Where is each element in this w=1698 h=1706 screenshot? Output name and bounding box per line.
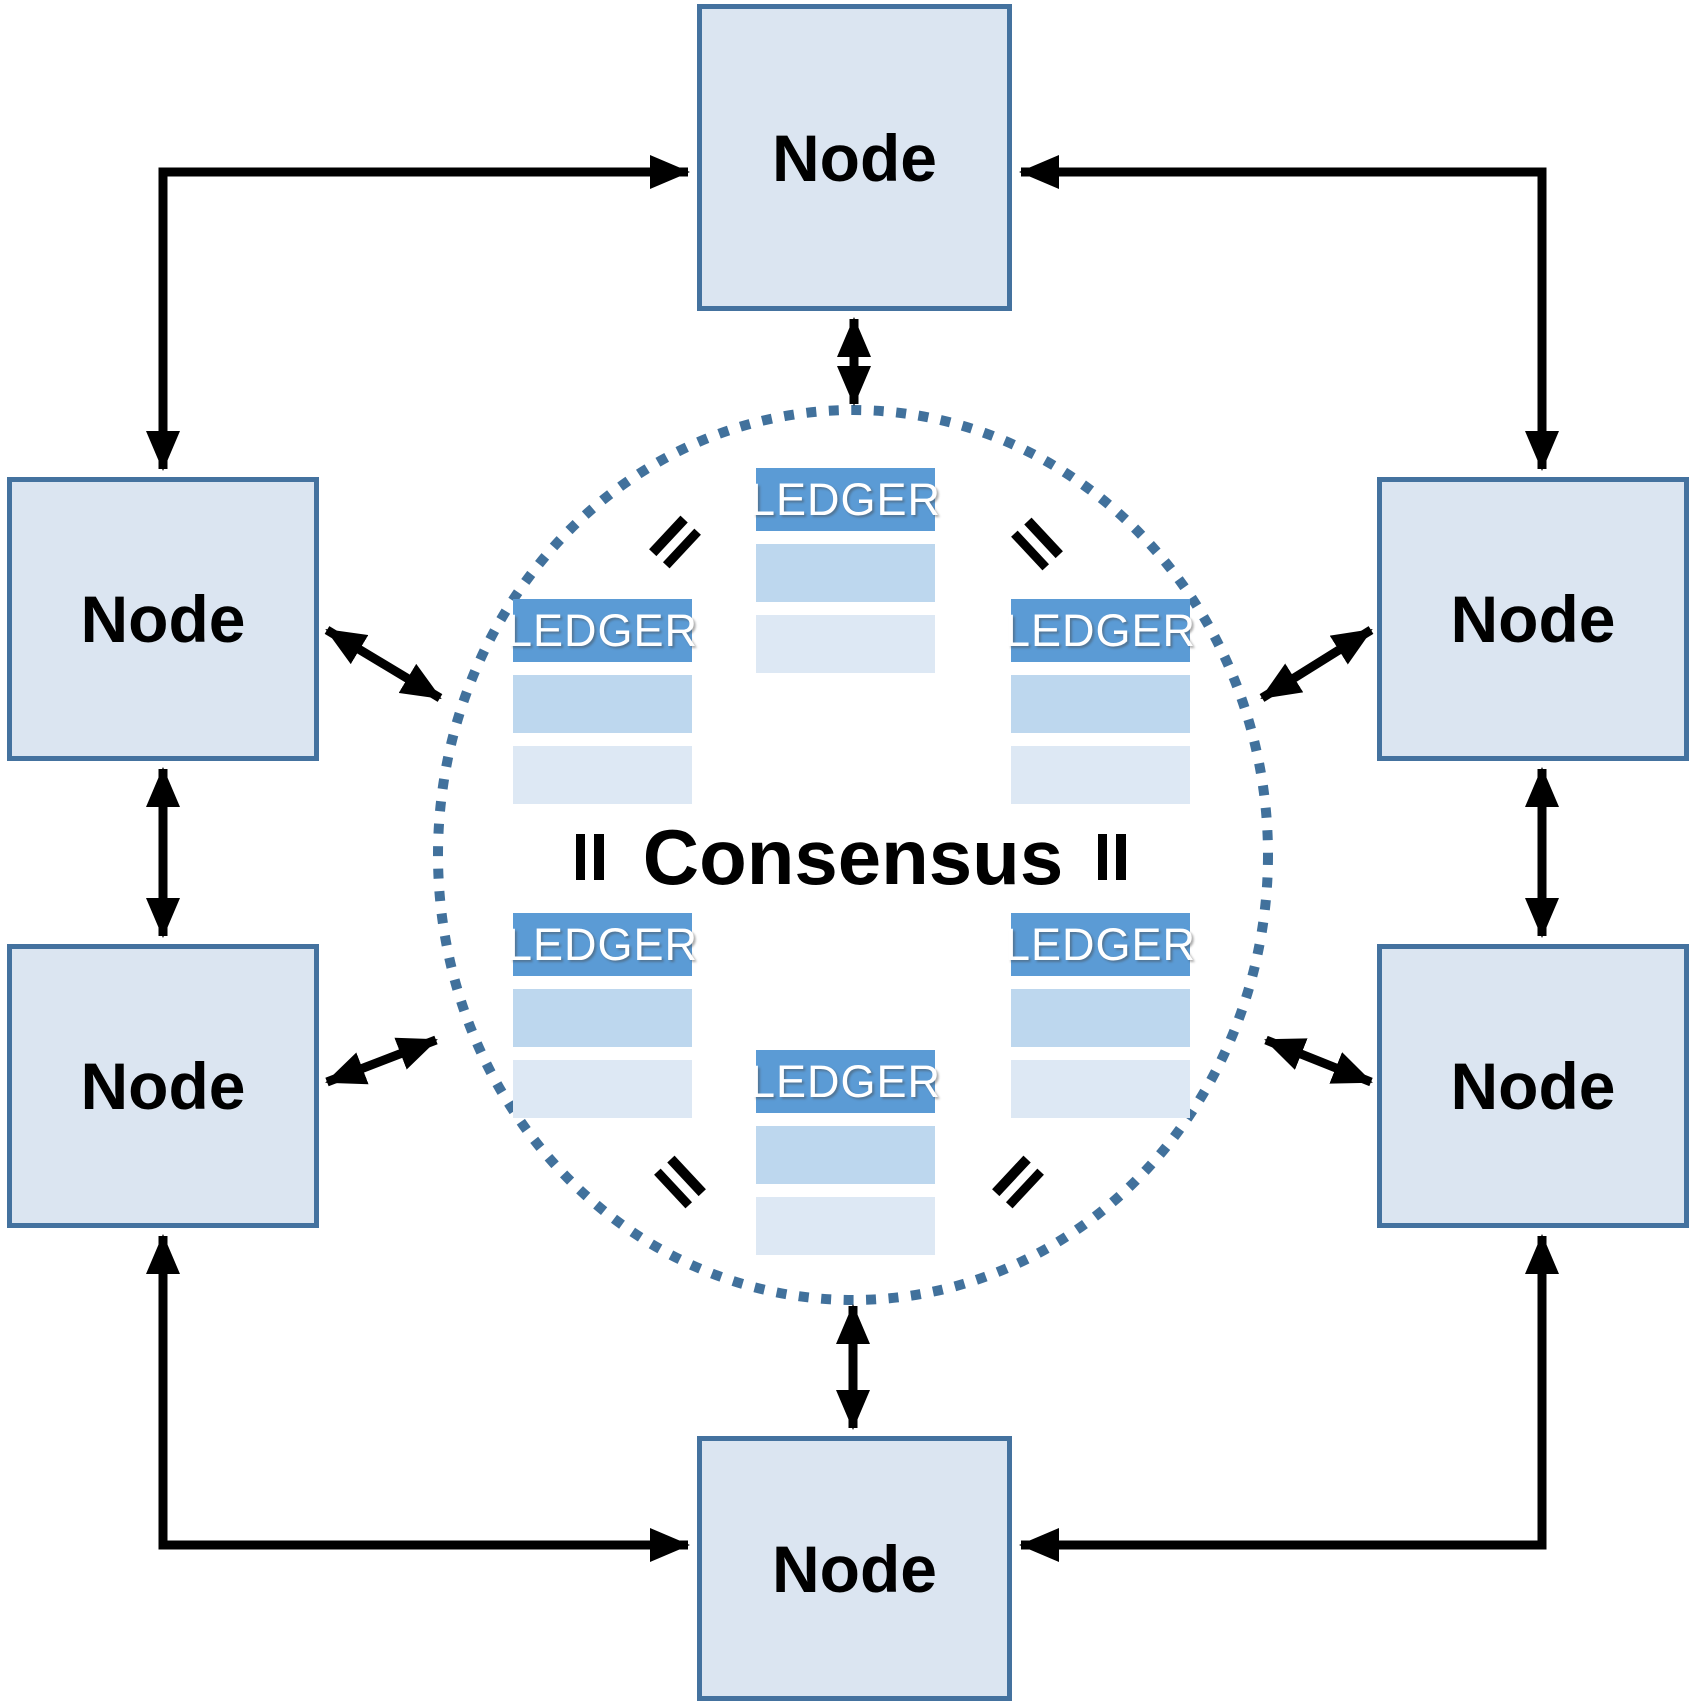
arrow-upperright-node-circle [1259,626,1374,702]
ledger-row [1011,1060,1190,1118]
ledger-row [756,1197,935,1255]
ledger-row [1011,746,1190,804]
ledger-title: LEDGER [507,599,697,662]
node-label: Node [772,120,937,195]
arrow-upperright-to-top [1019,155,1559,471]
node-box-lower-right: Node [1377,944,1689,1228]
equals-bar [1116,834,1126,880]
ledger-row [513,675,692,733]
ledger-row [513,989,692,1047]
consensus-title: Consensus [642,813,1064,901]
ledger-title: LEDGER [507,913,697,976]
ledger-block-upper-right: LEDGER [1005,599,1195,804]
ledger-row [756,615,935,673]
ledger-row [513,746,692,804]
node-label: Node [80,582,246,656]
ledger-row [756,544,935,602]
ledger-title: LEDGER [750,468,940,531]
arrow-lowerleft-to-bottom [146,1234,690,1562]
consensus-circle [433,405,1273,1305]
ledger-title: LEDGER [1005,599,1195,662]
node-box-upper-left: Node [7,477,319,761]
arrow-lowerright-node-circle [1264,1035,1373,1087]
ledger-block-lower-right: LEDGER [1005,913,1195,1118]
ledger-title: LEDGER [1005,913,1195,976]
node-label: Node [1450,582,1616,656]
node-box-bottom: Node [697,1436,1012,1701]
equals-icon-mid-left [576,834,604,880]
node-label: Node [80,1049,246,1123]
ledger-block-upper-left: LEDGER [507,599,697,804]
equals-bar [1098,834,1108,880]
node-label: Node [1450,1049,1616,1123]
ledger-title: LEDGER [750,1050,940,1113]
equals-bar [576,834,586,880]
equals-icon-mid-right [1098,834,1126,880]
node-box-lower-left: Node [7,944,319,1228]
ledger-block-bottom: LEDGER [750,1050,940,1255]
ledger-row [756,1126,935,1184]
arrow-upperleft-node-circle [324,626,443,702]
equals-bar [594,834,604,880]
node-box-top: Node [697,4,1012,311]
node-label: Node [772,1531,937,1606]
ledger-row [1011,675,1190,733]
node-box-upper-right: Node [1377,477,1689,761]
arrow-lowerleft-node-circle [325,1035,438,1087]
ledger-block-lower-left: LEDGER [507,913,697,1118]
ledger-row [513,1060,692,1118]
ledger-row [1011,989,1190,1047]
arrow-lowerright-to-bottom [1019,1234,1559,1562]
arrow-upperleft-to-top [146,155,690,471]
ledger-block-top: LEDGER [750,468,940,673]
